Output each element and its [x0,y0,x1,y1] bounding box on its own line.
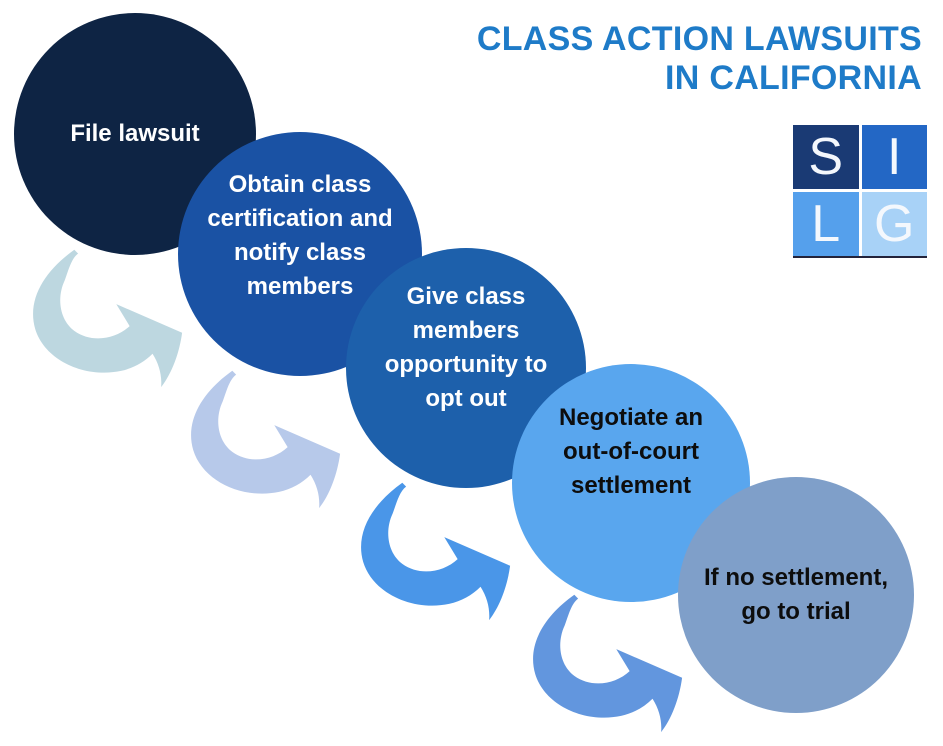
step-label: Negotiate an out-of-court settlement [558,404,704,499]
curved-arrow-step2-to-step3-icon [176,366,343,511]
logo-square-g: G [861,192,927,256]
curved-arrow-step4-to-step5-icon [518,590,685,735]
step-circle-file-lawsuit: File lawsuit [14,13,256,255]
step-label: File lawsuit [70,120,200,147]
silg-logo: S I L G [793,125,927,258]
curved-arrow-step1-to-step2-icon [18,245,185,390]
step-circle-go-to-trial: If no settlement, go to trial [678,477,914,713]
logo-square-i: I [861,125,927,189]
page-title-line1: CLASS ACTION LAWSUITS [476,20,922,58]
step-label: Give class members opportunity to opt ou… [384,283,548,412]
curved-arrow-step3-to-step4-icon [346,478,513,623]
step-label: If no settlement, go to trial [703,564,889,625]
step-label: Obtain class certification and notify cl… [207,171,393,300]
page-title-line2: IN CALIFORNIA [665,58,922,97]
page-title: CLASS ACTION LAWSUITS IN CALIFORNIA [477,20,922,98]
logo-square-l: L [793,192,859,256]
logo-square-s: S [793,125,859,189]
